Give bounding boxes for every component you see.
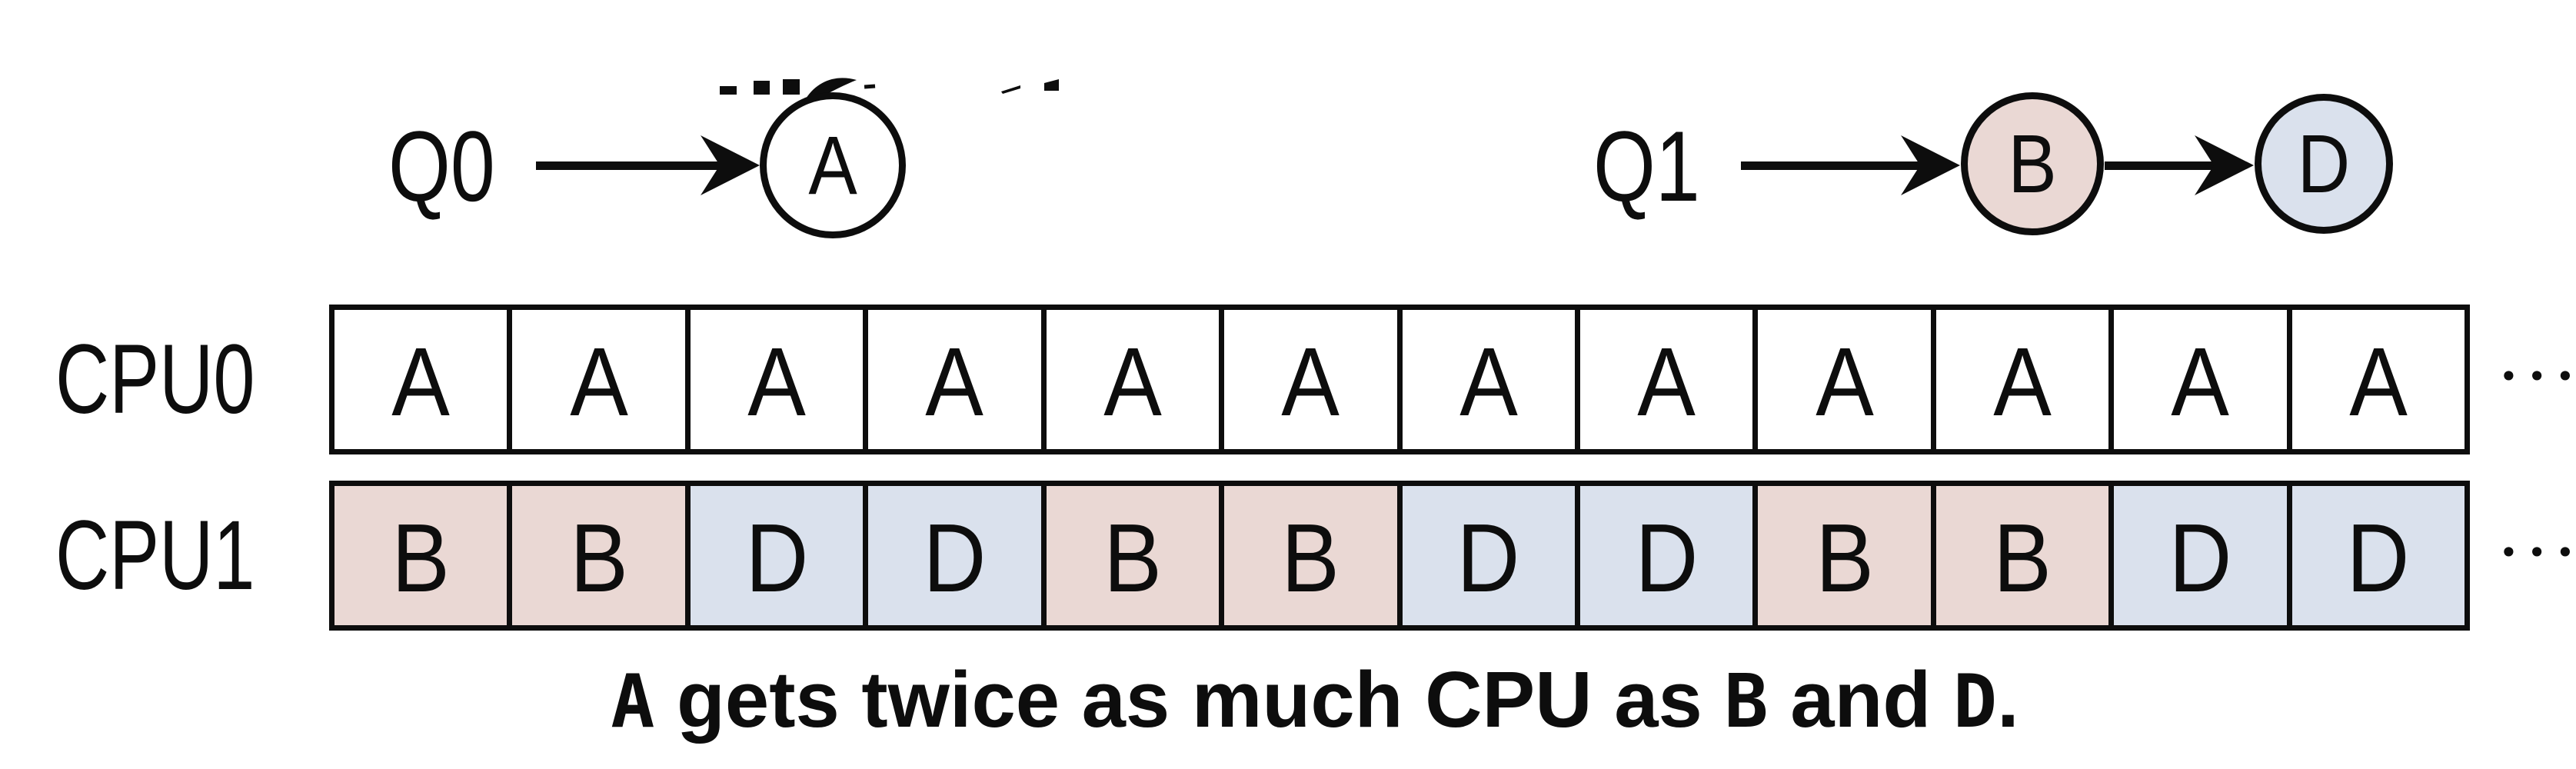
timeslice-cell: D	[863, 486, 1041, 625]
timeslice-letter: B	[391, 503, 451, 612]
dash-fragment	[1001, 85, 1020, 94]
timeslice-letter: A	[925, 327, 984, 436]
timeslice-cell: D	[2286, 486, 2465, 625]
cpu1-continues-ellipsis: •••	[2499, 534, 2576, 571]
timeslice-cell: D	[1396, 486, 1575, 625]
timeslice-letter: D	[2168, 503, 2232, 612]
cpu1-timeline-row: B B D D B B D D B B D D	[329, 481, 2470, 631]
caption-text: and	[1768, 655, 1953, 744]
timeslice-cell: A	[334, 310, 508, 449]
caption-text: gets twice as much CPU as	[654, 655, 1725, 744]
timeslice-letter: D	[923, 503, 987, 612]
caption-process-b: B	[1724, 660, 1769, 744]
timeslice-cell: A	[1219, 310, 1397, 449]
timeslice-letter: B	[1993, 503, 2052, 612]
timeslice-letter: A	[1815, 327, 1874, 436]
dash-fragment	[1044, 79, 1059, 91]
timeslice-cell: D	[1574, 486, 1753, 625]
timeslice-letter: A	[2349, 327, 2408, 436]
timeslice-cell: B	[507, 486, 685, 625]
caption-process-a: A	[611, 660, 655, 744]
timeslice-cell: A	[1930, 310, 2109, 449]
figure-caption: A gets twice as much CPU as B and D.	[611, 651, 2019, 750]
timeslice-letter: D	[2346, 503, 2410, 612]
timeslice-cell: A	[2108, 310, 2287, 449]
cpu0-label: CPU0	[55, 325, 255, 434]
timeslice-letter: B	[1281, 503, 1340, 612]
caption-process-d: D	[1952, 660, 1998, 744]
cpu0-timeline-row: A A A A A A A A A A A A	[329, 305, 2470, 454]
timeslice-letter: B	[1103, 503, 1162, 612]
queue1-label: Q1	[1593, 110, 1700, 222]
timeslice-letter: A	[1281, 327, 1340, 436]
process-node-a-letter: A	[808, 118, 857, 211]
timeslice-letter: B	[1815, 503, 1874, 612]
process-node-b-letter: B	[2008, 117, 2057, 210]
timeslice-cell: A	[2286, 310, 2465, 449]
timeslice-letter: A	[1459, 327, 1518, 436]
timeslice-letter: D	[1456, 503, 1520, 612]
timeslice-cell: B	[334, 486, 508, 625]
timeslice-letter: A	[1103, 327, 1162, 436]
timeslice-letter: A	[391, 327, 451, 436]
process-node-d: D	[2255, 94, 2393, 234]
timeslice-cell: B	[1930, 486, 2109, 625]
dash-fragment	[783, 79, 800, 95]
timeslice-cell: A	[507, 310, 685, 449]
timeslice-letter: D	[745, 503, 808, 612]
caption-period: .	[1997, 655, 2019, 744]
cpu1-label: CPU1	[55, 501, 255, 611]
arrow-b-to-d	[2105, 135, 2254, 195]
timeslice-cell: B	[1752, 486, 1931, 625]
timeslice-letter: D	[1635, 503, 1699, 612]
process-node-a: A	[760, 92, 906, 238]
dash-fragment	[720, 86, 737, 95]
timeslice-letter: A	[1637, 327, 1696, 436]
timeslice-cell: D	[684, 486, 864, 625]
dash-fragment	[754, 81, 770, 95]
timeslice-letter: A	[747, 327, 806, 436]
arrow-q0-to-a	[536, 135, 760, 195]
timeslice-cell: B	[1219, 486, 1397, 625]
cropped-dashed-arc	[720, 78, 1059, 103]
timeslice-cell: A	[1396, 310, 1575, 449]
process-node-d-letter: D	[2297, 117, 2351, 210]
timeslice-cell: D	[2108, 486, 2287, 625]
timeslice-letter: B	[569, 503, 628, 612]
cpu0-continues-ellipsis: •••	[2499, 358, 2576, 395]
timeslice-cell: B	[1040, 486, 1220, 625]
timeslice-letter: A	[2171, 327, 2230, 436]
timeslice-cell: A	[684, 310, 864, 449]
timeslice-letter: A	[1993, 327, 2052, 436]
timeslice-cell: A	[863, 310, 1041, 449]
timeslice-letter: A	[569, 327, 628, 436]
top-decoration-canvas	[536, 78, 2254, 195]
process-node-b: B	[1961, 92, 2104, 235]
timeslice-cell: A	[1574, 310, 1753, 449]
arrow-q1-to-b	[1741, 135, 1960, 195]
timeslice-cell: A	[1752, 310, 1931, 449]
timeslice-cell: A	[1040, 310, 1220, 449]
queue0-label: Q0	[388, 110, 495, 222]
dash-fragment	[864, 84, 876, 89]
